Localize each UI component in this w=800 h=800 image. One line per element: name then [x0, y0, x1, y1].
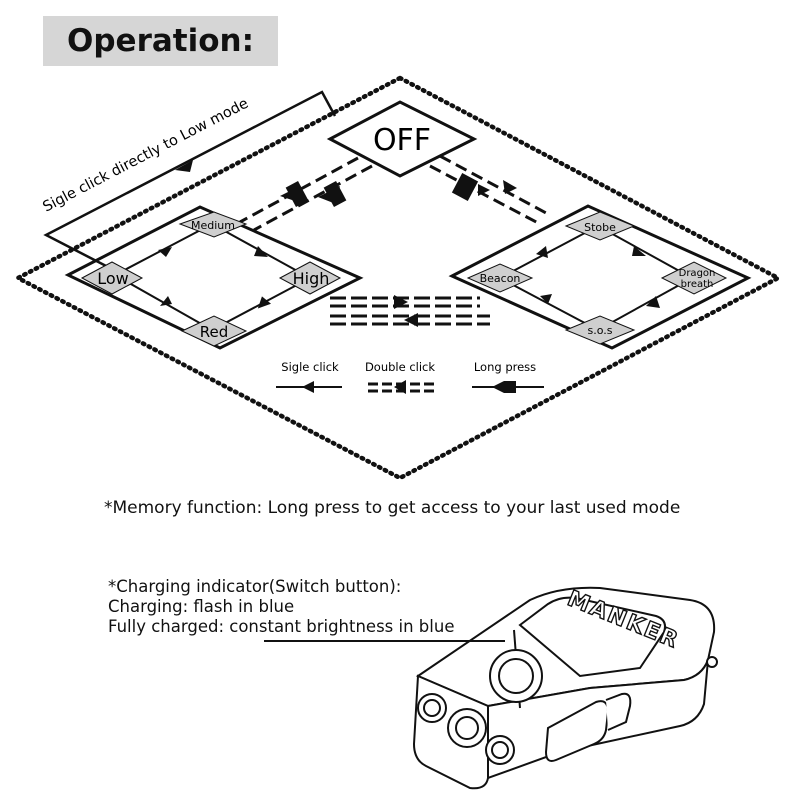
mode-red-pill [180, 315, 248, 347]
usb-port-tab [605, 692, 632, 731]
mode-dragon-pill [660, 261, 728, 295]
off-left-dash-2 [253, 164, 373, 232]
normal-modes-inner-path [112, 222, 313, 332]
legend-long-press-handle [504, 381, 516, 393]
double-click-arrow-right [503, 180, 517, 194]
memory-function-note: *Memory function: Long press to get acce… [104, 498, 681, 518]
mode-stobe-label: Stobe [584, 221, 616, 234]
arrow-high-red [257, 296, 272, 309]
mode-low-label: Low [97, 269, 129, 288]
legend-single-click-arrow [302, 381, 314, 393]
mode-beacon-label: Beacon [480, 272, 521, 285]
long-press-handle-left-2 [323, 181, 347, 207]
direct-low-note: Sigle click directly to Low mode [40, 96, 251, 216]
usb-port-cover [544, 700, 610, 762]
arrow-medium-high [254, 246, 268, 257]
arrow-dragon-sos [646, 296, 660, 308]
mode-red-label: Red [200, 323, 229, 341]
charging-info: *Charging indicator(Switch button): Char… [108, 577, 454, 637]
group-link-arrow-right [394, 295, 408, 309]
normal-modes-box [64, 205, 364, 350]
legend-long-press-label: Long press [474, 360, 536, 374]
charging-state-text: Charging: flash in blue [108, 597, 295, 616]
legend-double-click-label: Double click [365, 360, 435, 374]
special-modes-box [448, 204, 752, 350]
arrow-beacon-stobe [536, 246, 548, 258]
legend-long-press-arrow [492, 381, 504, 393]
outer-dotted-diamond [13, 75, 783, 481]
long-press-arrow-right [478, 184, 490, 196]
mode-medium-pill [178, 211, 248, 238]
off-right-dash-1 [439, 154, 549, 216]
lanyard-hole [706, 656, 718, 668]
direct-low-path [43, 90, 337, 270]
mode-beacon-pill [466, 263, 534, 293]
mode-dragon-label-1: Dragon [679, 268, 716, 279]
legend-double-click-arrow [394, 380, 406, 394]
arrow-stobe-dragon [632, 246, 646, 256]
arrow-red-low [160, 296, 172, 306]
mode-stobe-pill [564, 211, 636, 241]
direct-low-arrowhead [175, 160, 193, 172]
mode-medium-label: Medium [191, 219, 235, 232]
title-banner [43, 16, 278, 66]
legend-single-click-label: Sigle click [281, 360, 339, 374]
switch-button-inner [498, 658, 534, 694]
mode-dragon-label-2: breath [681, 279, 714, 290]
off-left-dash-1 [239, 156, 359, 224]
device-clip [518, 596, 666, 678]
lens-bottom-inner [491, 741, 509, 759]
lens-left-top-inner [423, 699, 441, 717]
off-label: OFF [373, 123, 431, 158]
flashlight-device [412, 586, 718, 790]
mode-sos-label: s.o.s [588, 324, 613, 337]
mode-low-pill [80, 261, 144, 295]
arrow-low-medium [158, 247, 172, 257]
mode-sos-pill [564, 315, 636, 345]
lens-main-inner [455, 716, 479, 740]
group-link-arrow-left [404, 313, 418, 327]
charging-indicator-title: *Charging indicator(Switch button): [108, 577, 402, 596]
off-right-dash-2 [429, 164, 541, 226]
off-box [326, 100, 478, 178]
mode-high-pill [278, 261, 342, 295]
fully-charged-text: Fully charged: constant brightness in bl… [108, 617, 455, 636]
long-press-handle-left-1 [285, 181, 309, 207]
mode-high-label: High [293, 269, 330, 288]
arrow-sos-beacon [540, 294, 552, 304]
page-title: Operation: [67, 23, 254, 59]
long-press-handle-right [451, 173, 479, 201]
